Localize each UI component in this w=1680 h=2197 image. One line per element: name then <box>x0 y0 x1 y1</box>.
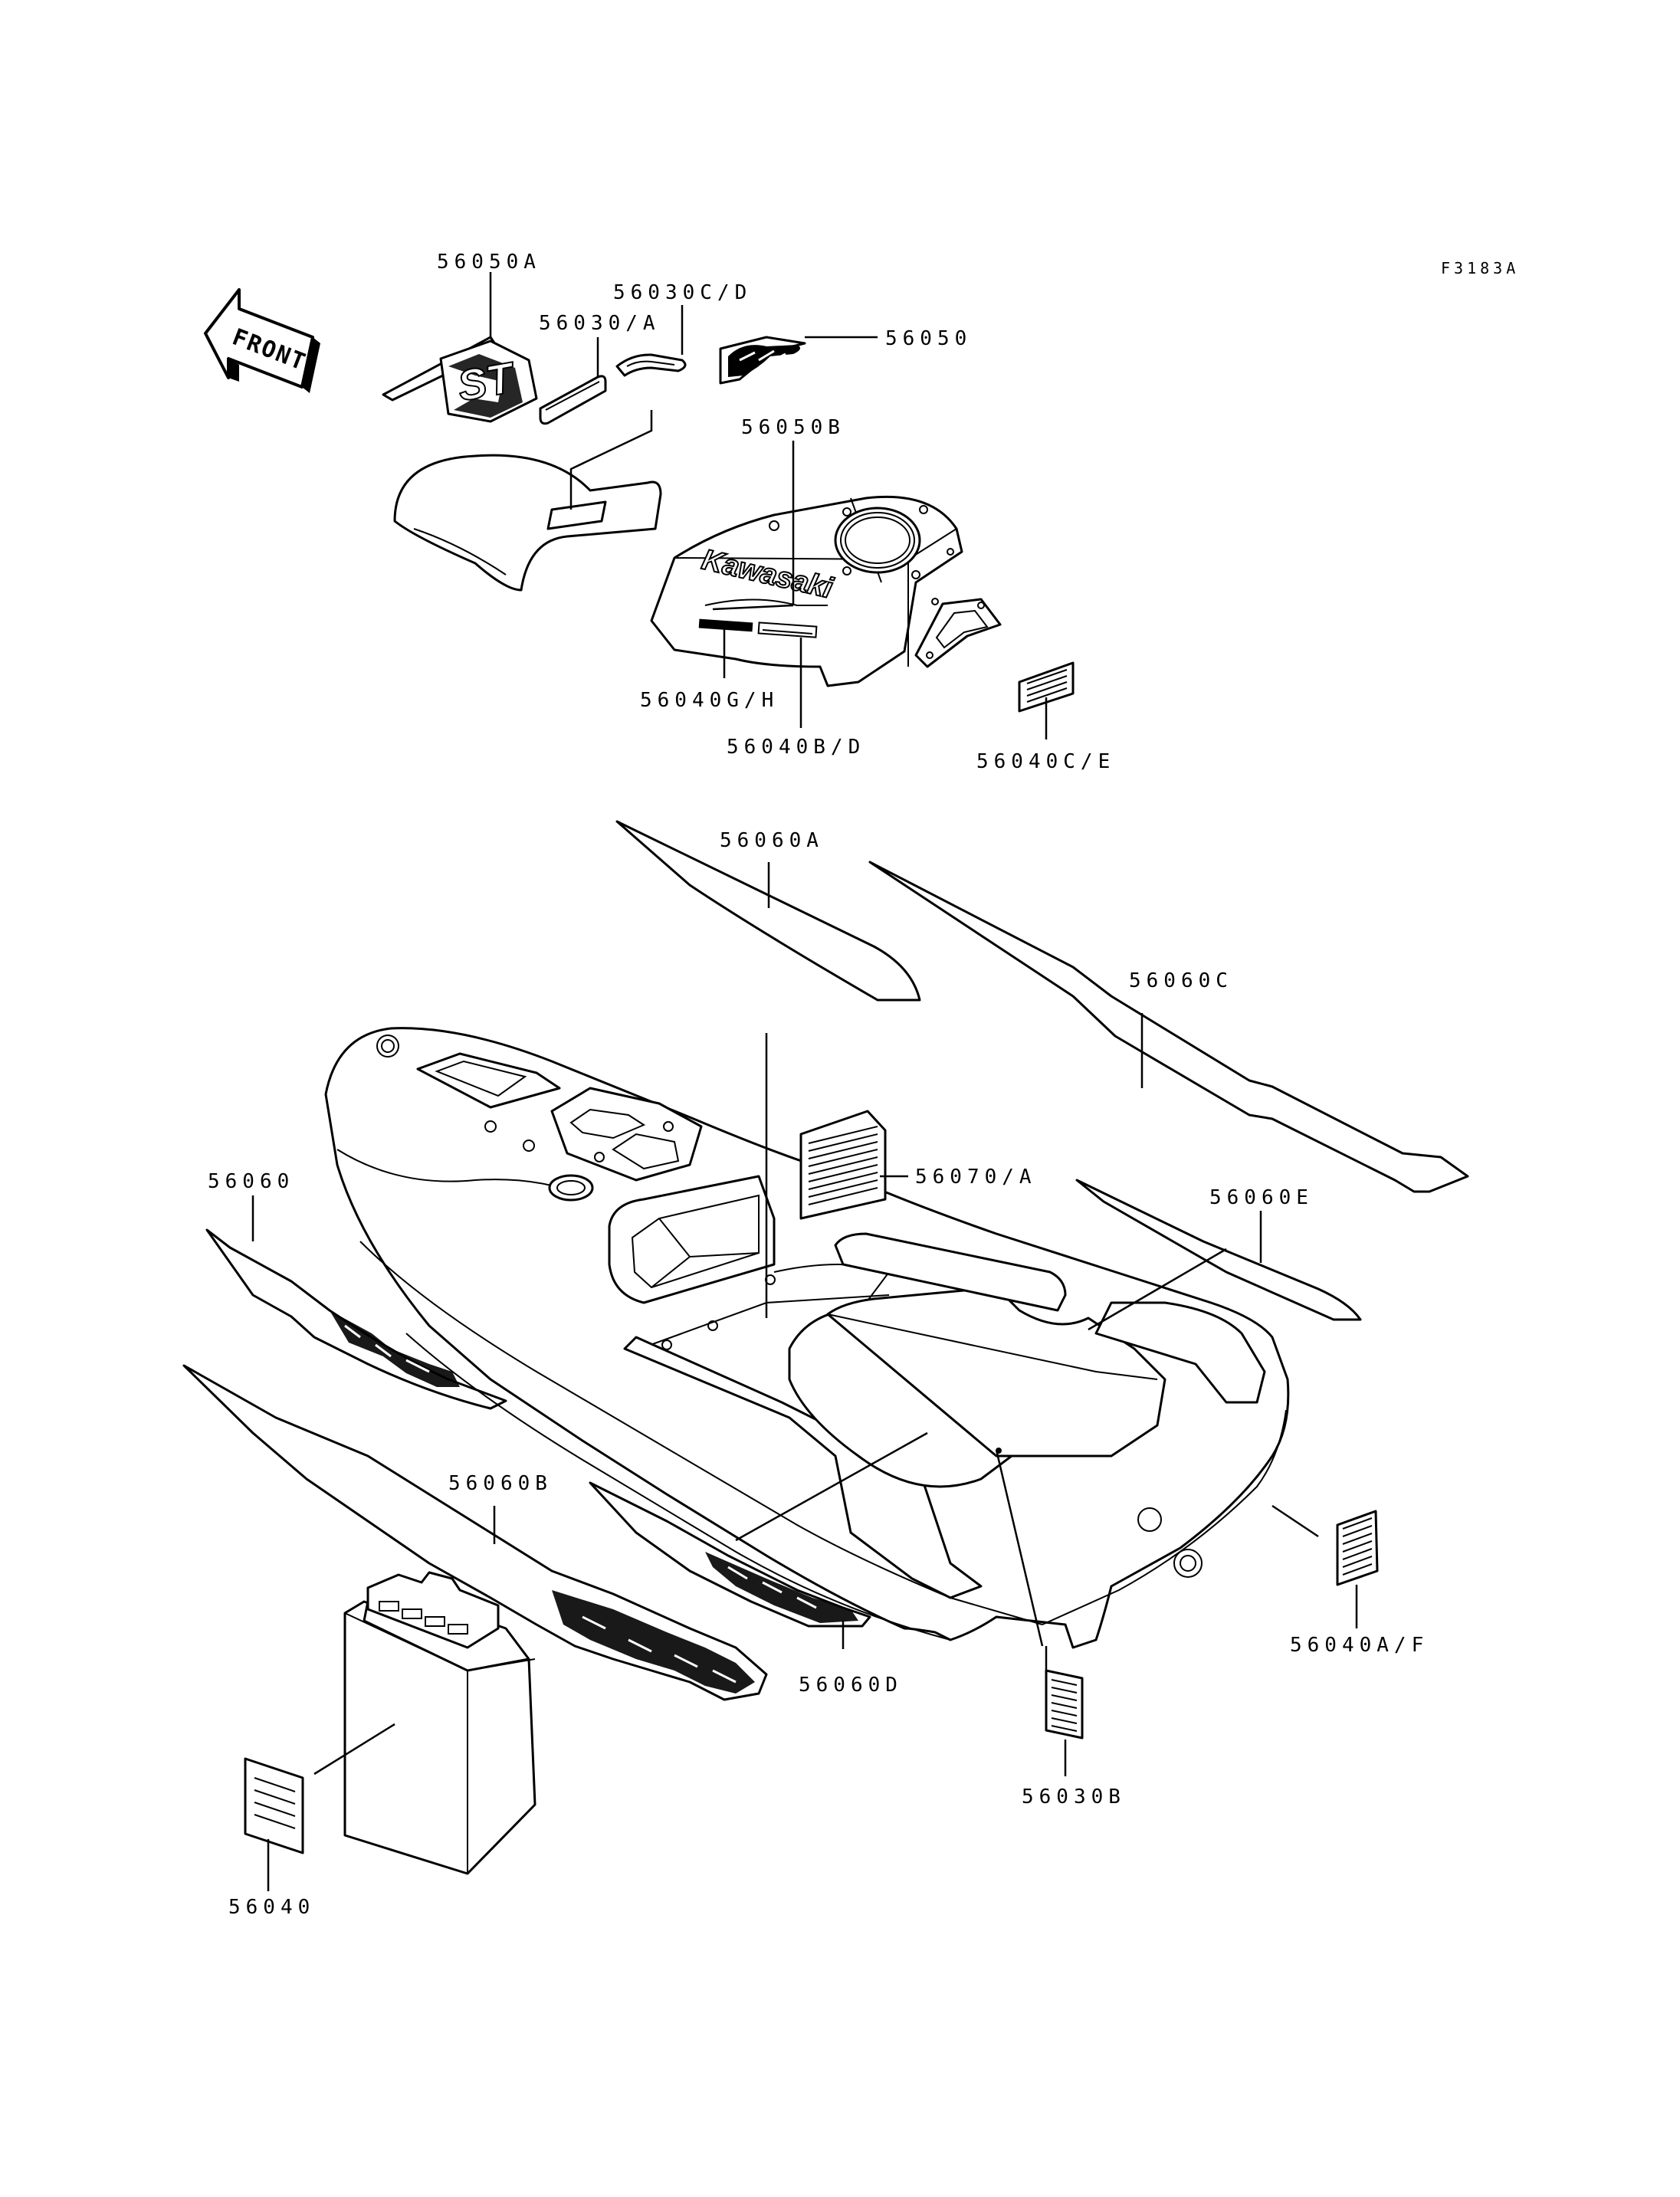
callout-56060a: 56060A <box>720 829 824 852</box>
decal-56050 <box>719 336 806 385</box>
callout-56050b: 56050B <box>741 416 845 439</box>
callout-56030b: 56030B <box>1022 1785 1126 1808</box>
callout-56040c-e: 56040C/E <box>976 750 1115 773</box>
label-56040a-f <box>1336 1510 1379 1586</box>
callout-56060e: 56060E <box>1209 1186 1314 1209</box>
callout-56040: 56040 <box>228 1896 315 1919</box>
callout-56060b: 56060B <box>448 1472 553 1495</box>
seat-cover <box>393 454 662 592</box>
hood-cover: Kawasaki <box>650 495 963 687</box>
front-arrow-icon: FRONT <box>204 288 320 393</box>
callout-labels: 56050A 56030C/D 56030/A 56050 56050B 560… <box>208 251 1429 1919</box>
small-decal-plate <box>539 375 607 425</box>
callout-56040g-h: 56040G/H <box>640 689 779 712</box>
callout-56070-a: 56070/A <box>915 1166 1037 1189</box>
callout-56060d: 56060D <box>799 1674 903 1697</box>
stripe-56060b <box>182 1364 768 1701</box>
label-56030b <box>1045 1669 1084 1740</box>
callout-56050a: 56050A <box>437 251 541 274</box>
label-56070-a <box>799 1110 887 1220</box>
decal-56040c-e <box>1018 661 1075 713</box>
stripe-56060d <box>589 1481 871 1628</box>
vent-plate <box>914 598 1002 668</box>
battery <box>343 1571 536 1875</box>
callout-56050: 56050 <box>885 327 972 350</box>
st-decal-strip: ST <box>382 336 538 423</box>
stripe-56060e <box>1075 1179 1362 1321</box>
small-decal-curved <box>615 353 687 377</box>
stripe-56060c <box>868 861 1469 1193</box>
callout-56030c-d: 56030C/D <box>613 281 752 304</box>
callout-56060c: 56060C <box>1129 969 1233 992</box>
callout-56040a-f: 56040A/F <box>1290 1634 1429 1657</box>
callout-56060: 56060 <box>208 1170 294 1193</box>
callout-56040b-d: 56040B/D <box>727 736 865 759</box>
hull-body <box>324 1027 1290 1649</box>
label-56040 <box>244 1757 304 1854</box>
leader-lines <box>251 272 1358 1891</box>
figure-code: F3183A <box>1441 259 1519 277</box>
stripe-56060a <box>615 820 921 1002</box>
callout-56030-a: 56030/A <box>539 312 661 335</box>
